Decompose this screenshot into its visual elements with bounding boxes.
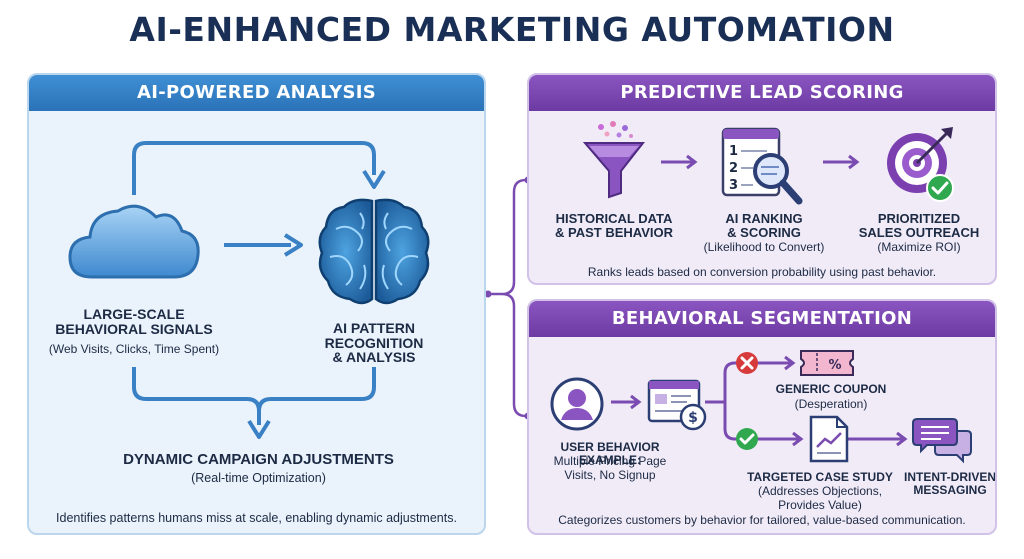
historical-label-line2: & PAST BEHAVIOR <box>555 224 673 240</box>
case-study-sub-line1: (Addresses Objections, <box>757 484 883 498</box>
x-mark-icon <box>736 352 758 374</box>
cloud-icon <box>68 204 200 279</box>
pattern-label-line1: AI PATTERN <box>333 320 415 336</box>
ai-analysis-panel: AI-POWERED ANALYSIS LARGE-SCALE BEHAVIOR… <box>27 73 486 535</box>
segmentation-footer: Categorizes customers by behavior for ta… <box>558 513 966 527</box>
feedback-loop-arrow <box>132 141 386 439</box>
prioritized-subtitle: (Maximize ROI) <box>877 240 961 254</box>
case-study-sub-line2: Provides Value) <box>778 497 862 512</box>
intent-label-line1: INTENT-DRIVEN <box>903 470 996 484</box>
brain-icon <box>318 198 430 305</box>
chat-bubbles-icon <box>912 418 972 464</box>
user-behavior-label: USER BEHAVIOR EXAMPLE: <box>560 440 660 467</box>
magnifier-icon <box>753 153 803 205</box>
lead-scoring-footer: Ranks leads based on conversion probabil… <box>587 265 937 279</box>
ranking-label-line1: AI RANKING <box>725 211 803 226</box>
pattern-label-line3: & ANALYSIS <box>332 349 416 366</box>
svg-text:$: $ <box>688 410 698 426</box>
page-title: AI-ENHANCED MARKETING AUTOMATION <box>129 10 895 49</box>
signals-label-line2: BEHAVIORAL SIGNALS <box>55 320 213 337</box>
web-page-dollar-icon: $ <box>647 379 707 431</box>
segmentation-flow-arrows <box>611 355 908 447</box>
lead-scoring-header: PREDICTIVE LEAD SCORING <box>529 75 995 111</box>
signals-subtitle: (Web Visits, Clicks, Time Spent) <box>48 342 220 356</box>
svg-text:3: 3 <box>729 178 738 193</box>
svg-text:1: 1 <box>729 144 738 159</box>
arrow-lead-1 <box>661 154 698 170</box>
checkmark-badge-icon <box>926 174 954 202</box>
ai-analysis-header: AI-POWERED ANALYSIS <box>29 75 484 111</box>
prioritized-label-line2: SALES OUTREACH <box>858 224 980 240</box>
user-icon <box>550 377 604 431</box>
document-chart-icon <box>809 415 849 463</box>
svg-text:%: % <box>828 358 841 373</box>
signals-label-line1: LARGE-SCALE <box>83 306 185 322</box>
adjust-subtitle: (Real-time Optimization) <box>191 471 326 485</box>
coupon-label: GENERIC COUPON <box>775 382 887 396</box>
lead-scoring-panel: PREDICTIVE LEAD SCORING 1 2 3 <box>527 73 997 285</box>
historical-label-line1: HISTORICAL DATA <box>555 211 673 226</box>
user-behavior-sub-line1: Multiple Pricing Page <box>553 454 667 468</box>
prioritized-label-line1: PRIORITIZED <box>877 211 961 226</box>
target-icon <box>887 127 953 193</box>
svg-text:2: 2 <box>729 161 738 176</box>
funnel-icon <box>582 121 646 199</box>
adjust-label: DYNAMIC CAMPAIGN ADJUSTMENTS <box>123 451 394 468</box>
ranking-subtitle: (Likelihood to Convert) <box>703 240 825 254</box>
user-behavior-sub-line2: Visits, No Signup <box>564 467 656 482</box>
pattern-label-line2: RECOGNITION <box>324 334 424 351</box>
segmentation-header: BEHAVIORAL SEGMENTATION <box>529 301 995 337</box>
ai-analysis-footer: Identifies patterns humans miss at scale… <box>56 511 457 525</box>
coupon-subtitle: (Desperation) <box>794 397 868 411</box>
arrow-lead-2 <box>823 154 860 170</box>
intent-label-line2: MESSAGING <box>913 482 987 497</box>
case-study-label: TARGETED CASE STUDY <box>747 470 893 484</box>
ranking-label-line2: & SCORING <box>727 224 801 240</box>
segmentation-panel: BEHAVIORAL SEGMENTATION $ <box>527 299 997 535</box>
coupon-icon: % <box>800 350 854 376</box>
checkmark-icon <box>736 428 758 450</box>
